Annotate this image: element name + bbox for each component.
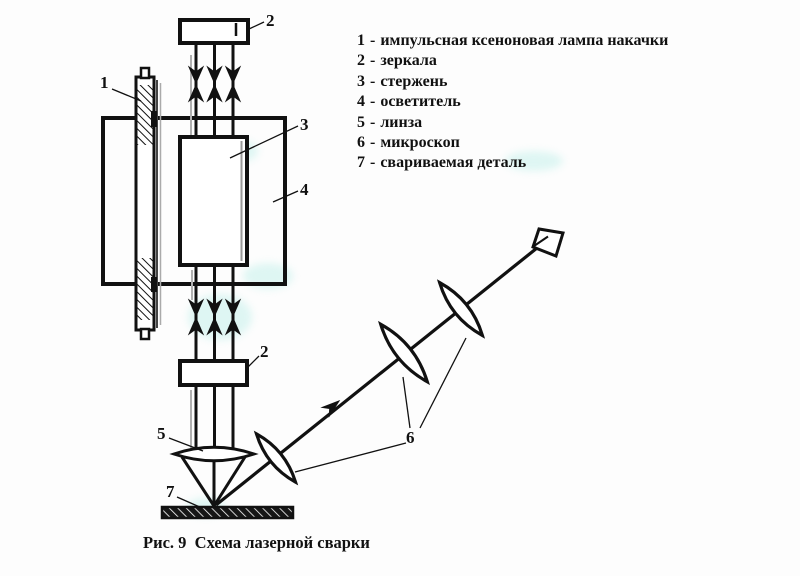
lamp-terminal-top xyxy=(139,66,151,80)
legend-separator: - xyxy=(370,32,376,49)
legend-text: осветитель xyxy=(380,93,461,111)
callout-workpiece: 7 xyxy=(166,482,175,501)
legend-text: стержень xyxy=(380,72,448,90)
laser-rod xyxy=(178,135,249,267)
top-mirror xyxy=(178,18,250,45)
callout-lens: 5 xyxy=(157,424,166,443)
legend-text: зеркала xyxy=(380,52,437,70)
lamp-electrode-top xyxy=(137,85,153,145)
leader-workpiece xyxy=(176,496,203,509)
legend-separator: - xyxy=(370,52,376,70)
legend-num: 6 xyxy=(357,134,365,152)
legend-item: 4-осветитель xyxy=(357,92,668,112)
legend-text: импульсная ксеноновая лампа накачки xyxy=(380,32,669,49)
microscope-axis-line xyxy=(215,246,538,507)
housing-pass-through-top xyxy=(151,111,157,127)
legend-item: 6-микроскоп xyxy=(357,133,668,153)
legend-item: 3-стержень xyxy=(357,72,668,92)
callout-top-mirror: 2 xyxy=(266,11,275,30)
turning-lens xyxy=(253,430,299,486)
legend-separator: - xyxy=(370,134,376,152)
figure-caption: Рис. 9 Схема лазерной сварки xyxy=(143,533,370,552)
workpiece xyxy=(160,505,295,520)
legend-num: 2 xyxy=(357,52,365,70)
leader-microscope-b xyxy=(402,376,411,429)
leader-illuminator xyxy=(272,190,299,203)
callout-lamp: 1 xyxy=(100,73,109,92)
legend-separator: - xyxy=(370,72,376,90)
legend-text: микроскоп xyxy=(380,134,460,152)
xenon-lamp xyxy=(134,66,162,341)
leader-microscope-c xyxy=(419,337,467,429)
legend-num: 1 xyxy=(357,32,365,49)
leader-rod xyxy=(229,125,299,159)
legend-separator: - xyxy=(370,93,376,111)
legend-item: 7-свариваемая деталь xyxy=(357,153,668,173)
legend: 1-импульсная ксеноновая лампа накачки 2-… xyxy=(357,31,668,174)
bottom-mirror xyxy=(178,359,249,387)
pump-light-arrows xyxy=(187,65,341,418)
legend-num: 5 xyxy=(357,113,365,131)
microscope-lens-1 xyxy=(378,320,430,386)
leader-lamp xyxy=(111,88,142,102)
eyepiece-prism xyxy=(531,227,565,258)
legend-num: 4 xyxy=(357,93,365,111)
legend-item: 1-импульсная ксеноновая лампа накачки xyxy=(357,31,668,51)
callout-microscope: 6 xyxy=(406,428,415,447)
lamp-electrode-bottom xyxy=(137,258,153,320)
leader-bottom-mirror xyxy=(245,355,260,370)
legend-text: линза xyxy=(380,113,423,131)
legend-item: 2-зеркала xyxy=(357,51,668,71)
scan-artifact xyxy=(505,151,563,171)
legend-num: 7 xyxy=(357,154,365,172)
leader-lines xyxy=(111,21,467,509)
legend-item: 5-линза xyxy=(357,113,668,133)
legend-text: свариваемая деталь xyxy=(380,154,527,172)
callout-rod: 3 xyxy=(300,115,309,134)
leader-top-mirror xyxy=(248,21,265,30)
illuminator-housing xyxy=(101,116,287,286)
legend-separator: - xyxy=(370,154,376,172)
callout-bottom-mirror: 2 xyxy=(260,342,269,361)
leader-microscope-a xyxy=(294,442,407,473)
microscope-lens-2 xyxy=(436,279,486,339)
lamp-terminal-bottom xyxy=(139,327,151,341)
callout-illuminator: 4 xyxy=(300,180,309,199)
legend-num: 3 xyxy=(357,72,365,90)
leader-lens xyxy=(168,437,204,452)
legend-separator: - xyxy=(370,113,376,131)
focusing-lens xyxy=(169,445,259,463)
housing-pass-through-bottom xyxy=(151,277,157,292)
axis-arrowhead xyxy=(320,399,341,418)
